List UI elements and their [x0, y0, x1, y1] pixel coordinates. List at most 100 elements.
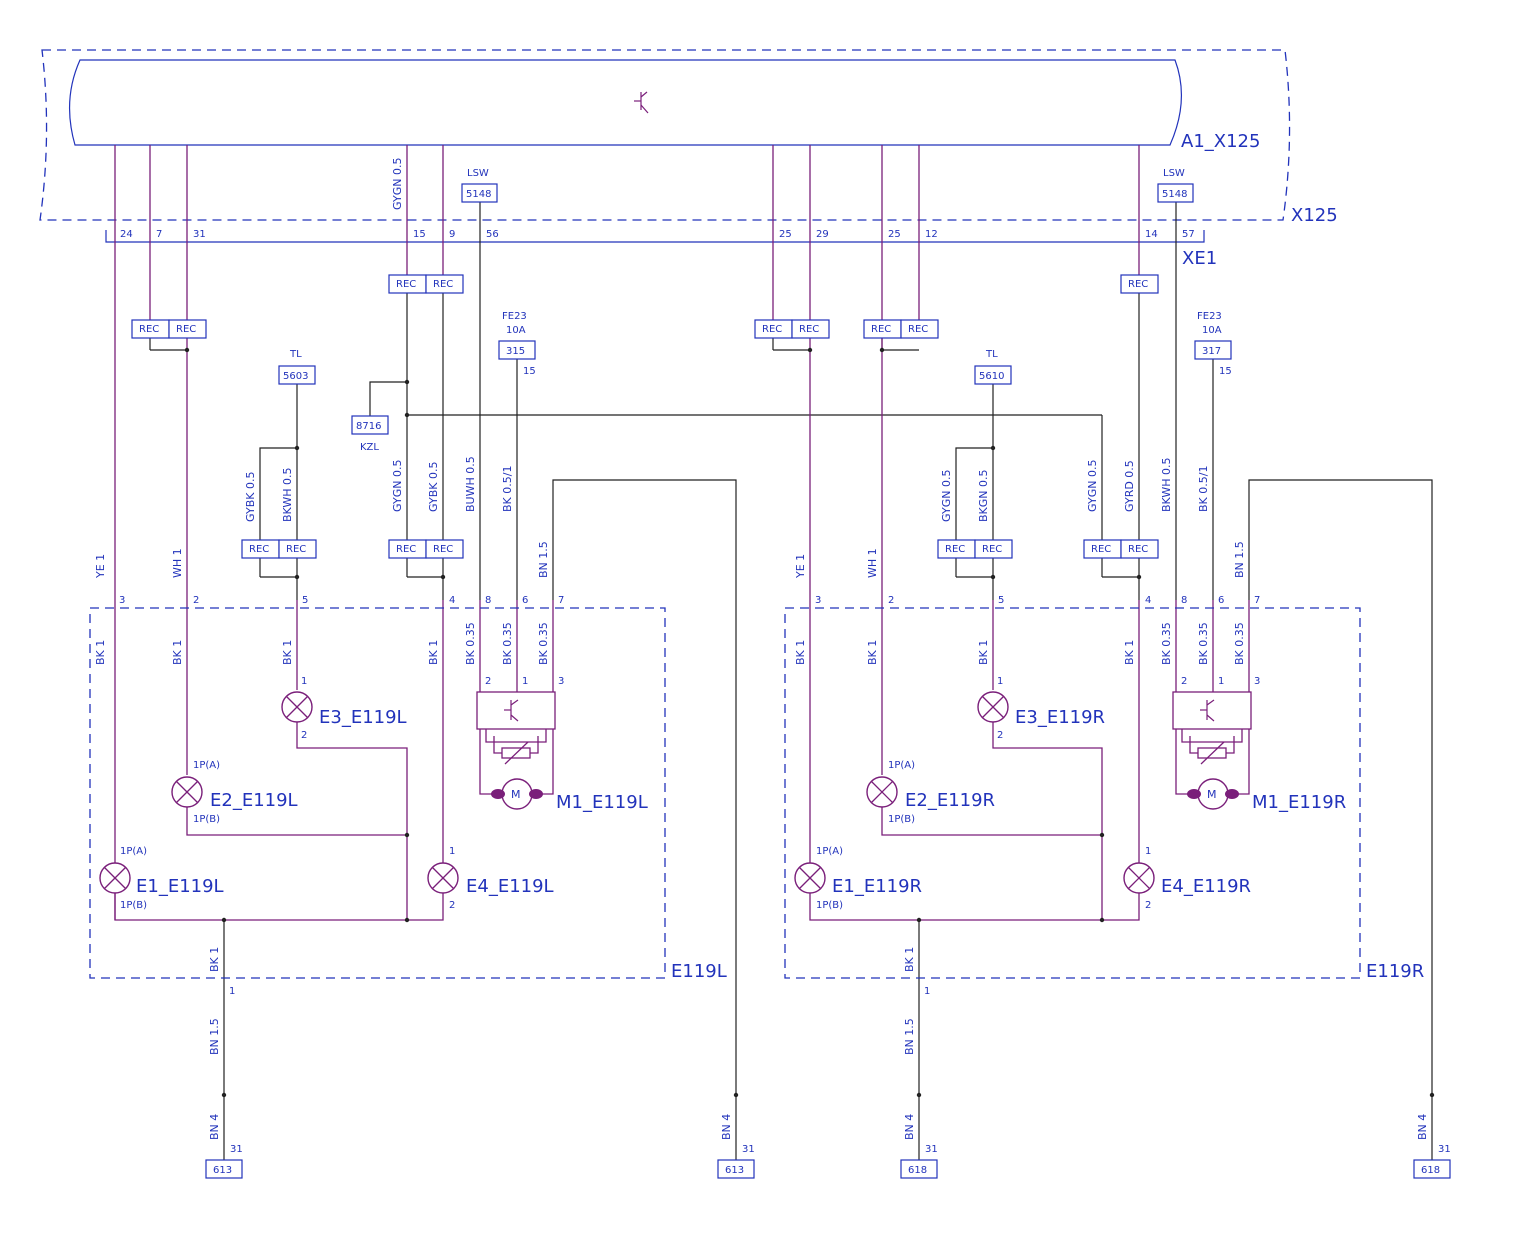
svg-text:2: 2 [301, 730, 307, 741]
a1-x125-body [68, 59, 1182, 146]
svg-text:1: 1 [1145, 846, 1151, 857]
svg-text:57: 57 [1182, 229, 1195, 240]
lsw-right: LSW 5148 [1157, 168, 1194, 203]
svg-text:TL: TL [985, 349, 998, 360]
svg-text:REC: REC [762, 324, 782, 335]
xe1-bar [105, 230, 1205, 243]
svg-text:BK 0.35: BK 0.35 [1197, 622, 1210, 665]
svg-text:6: 6 [522, 595, 528, 606]
svg-text:LSW: LSW [467, 168, 489, 179]
svg-text:BKGN 0.5: BKGN 0.5 [977, 469, 990, 522]
svg-text:3: 3 [119, 595, 125, 606]
e119r-label: E119R [1366, 961, 1424, 982]
svg-text:31: 31 [1438, 1144, 1451, 1155]
svg-text:GYBK 0.5: GYBK 0.5 [427, 462, 440, 512]
svg-text:M1_E119R: M1_E119R [1252, 792, 1346, 813]
svg-text:1P(B): 1P(B) [193, 814, 220, 825]
svg-text:1P(A): 1P(A) [888, 760, 915, 771]
svg-text:1: 1 [229, 986, 235, 997]
e119r-frame [784, 607, 1361, 979]
svg-text:2: 2 [449, 900, 455, 911]
x125-frame [39, 49, 1291, 221]
lamp-e2-right: 1P(A) 1P(B) E2_E119R [866, 760, 995, 825]
svg-text:GYBK 0.5: GYBK 0.5 [244, 472, 257, 522]
tl-left: TL 5603 [278, 349, 316, 385]
svg-text:618: 618 [1421, 1165, 1440, 1176]
svg-text:REC: REC [1128, 279, 1148, 290]
transistor-icon [634, 91, 649, 114]
svg-text:10A: 10A [506, 325, 526, 336]
svg-text:M: M [1207, 788, 1217, 801]
svg-text:2: 2 [1145, 900, 1151, 911]
svg-text:1P(B): 1P(B) [120, 900, 147, 911]
svg-text:4: 4 [1145, 595, 1151, 606]
lamp-e4-right: 1 2 E4_E119R [1123, 846, 1251, 911]
rec-boxes: REC REC REC REC REC REC REC REC REC REC … [131, 274, 1159, 559]
lamp-e4-left: 1 2 E4_E119L [427, 846, 554, 911]
svg-text:BK 0.35: BK 0.35 [464, 622, 477, 665]
svg-text:1P(B): 1P(B) [816, 900, 843, 911]
svg-text:E4_E119L: E4_E119L [466, 876, 554, 897]
svg-text:1: 1 [301, 676, 307, 687]
svg-text:REC: REC [945, 544, 965, 555]
svg-text:BK 1: BK 1 [208, 947, 221, 972]
svg-text:E3_E119L: E3_E119L [319, 707, 407, 728]
lamp-e1-left: 1P(A) 1P(B) E1_E119L [99, 846, 224, 911]
svg-text:31: 31 [925, 1144, 938, 1155]
svg-text:GYGN 0.5: GYGN 0.5 [1086, 460, 1099, 512]
svg-text:E3_E119R: E3_E119R [1015, 707, 1105, 728]
svg-text:REC: REC [433, 544, 453, 555]
svg-text:2: 2 [1181, 676, 1187, 687]
fuse-right: FE23 10A 317 15 [1194, 311, 1232, 377]
junction-dots [184, 347, 1435, 1098]
svg-text:BK 0.5/1: BK 0.5/1 [1197, 466, 1210, 512]
svg-text:1: 1 [522, 676, 528, 687]
lamp-e2-left: 1P(A) 1P(B) E2_E119L [171, 760, 298, 825]
svg-text:3: 3 [558, 676, 564, 687]
svg-text:BK 0.35: BK 0.35 [537, 622, 550, 665]
svg-text:BK 0.35: BK 0.35 [1160, 622, 1173, 665]
svg-text:REC: REC [982, 544, 1002, 555]
ground-right-2: BN 4 31 618 [1413, 1114, 1451, 1179]
lsw-left: LSW 5148 [461, 168, 498, 203]
kzl-box: 8716 KZL [351, 415, 389, 453]
svg-text:3: 3 [815, 595, 821, 606]
svg-text:GYRD 0.5: GYRD 0.5 [1123, 460, 1136, 512]
svg-text:BN 1.5: BN 1.5 [1233, 541, 1246, 578]
lamp-e3-left: 1 2 E3_E119L [281, 676, 407, 741]
svg-text:15: 15 [523, 366, 536, 377]
svg-text:3: 3 [1254, 676, 1260, 687]
svg-text:317: 317 [1202, 346, 1221, 357]
wire-labels-left: YE 1 WH 1 GYBK 0.5 BKWH 0.5 GYGN 0.5 GYB… [94, 158, 550, 579]
svg-text:4: 4 [449, 595, 455, 606]
svg-text:BK 1: BK 1 [903, 947, 916, 972]
svg-text:56: 56 [486, 229, 499, 240]
svg-text:2: 2 [997, 730, 1003, 741]
svg-text:12: 12 [925, 229, 938, 240]
svg-text:8716: 8716 [356, 421, 381, 432]
svg-text:1: 1 [997, 676, 1003, 687]
svg-text:YE 1: YE 1 [94, 554, 107, 579]
e119l-frame [89, 607, 666, 979]
svg-text:315: 315 [506, 346, 525, 357]
svg-text:BN 1.5: BN 1.5 [537, 541, 550, 578]
svg-text:BK 1: BK 1 [794, 640, 807, 665]
svg-text:613: 613 [213, 1165, 232, 1176]
svg-text:YE 1: YE 1 [794, 554, 807, 579]
svg-text:REC: REC [1128, 544, 1148, 555]
inner-wire-labels-left: BK 1 BK 1 BK 1 BK 1 BK 0.35 BK 0.35 BK 0… [94, 622, 550, 665]
svg-text:1: 1 [924, 986, 930, 997]
assembly-pins-left: 3 2 5 4 8 6 7 [119, 595, 564, 606]
svg-text:FE23: FE23 [502, 311, 527, 322]
svg-text:8: 8 [485, 595, 491, 606]
svg-text:REC: REC [396, 544, 416, 555]
svg-text:7: 7 [1254, 595, 1260, 606]
svg-text:E2_E119L: E2_E119L [210, 790, 298, 811]
inner-wire-labels-right: BK 1 BK 1 BK 1 BK 1 BK 0.35 BK 0.35 BK 0… [794, 622, 1246, 665]
svg-text:1P(A): 1P(A) [816, 846, 843, 857]
svg-text:BKWH 0.5: BKWH 0.5 [1160, 457, 1173, 512]
svg-text:14: 14 [1145, 229, 1158, 240]
svg-text:BK 1: BK 1 [171, 640, 184, 665]
svg-text:31: 31 [230, 1144, 243, 1155]
svg-text:WH 1: WH 1 [171, 548, 184, 578]
